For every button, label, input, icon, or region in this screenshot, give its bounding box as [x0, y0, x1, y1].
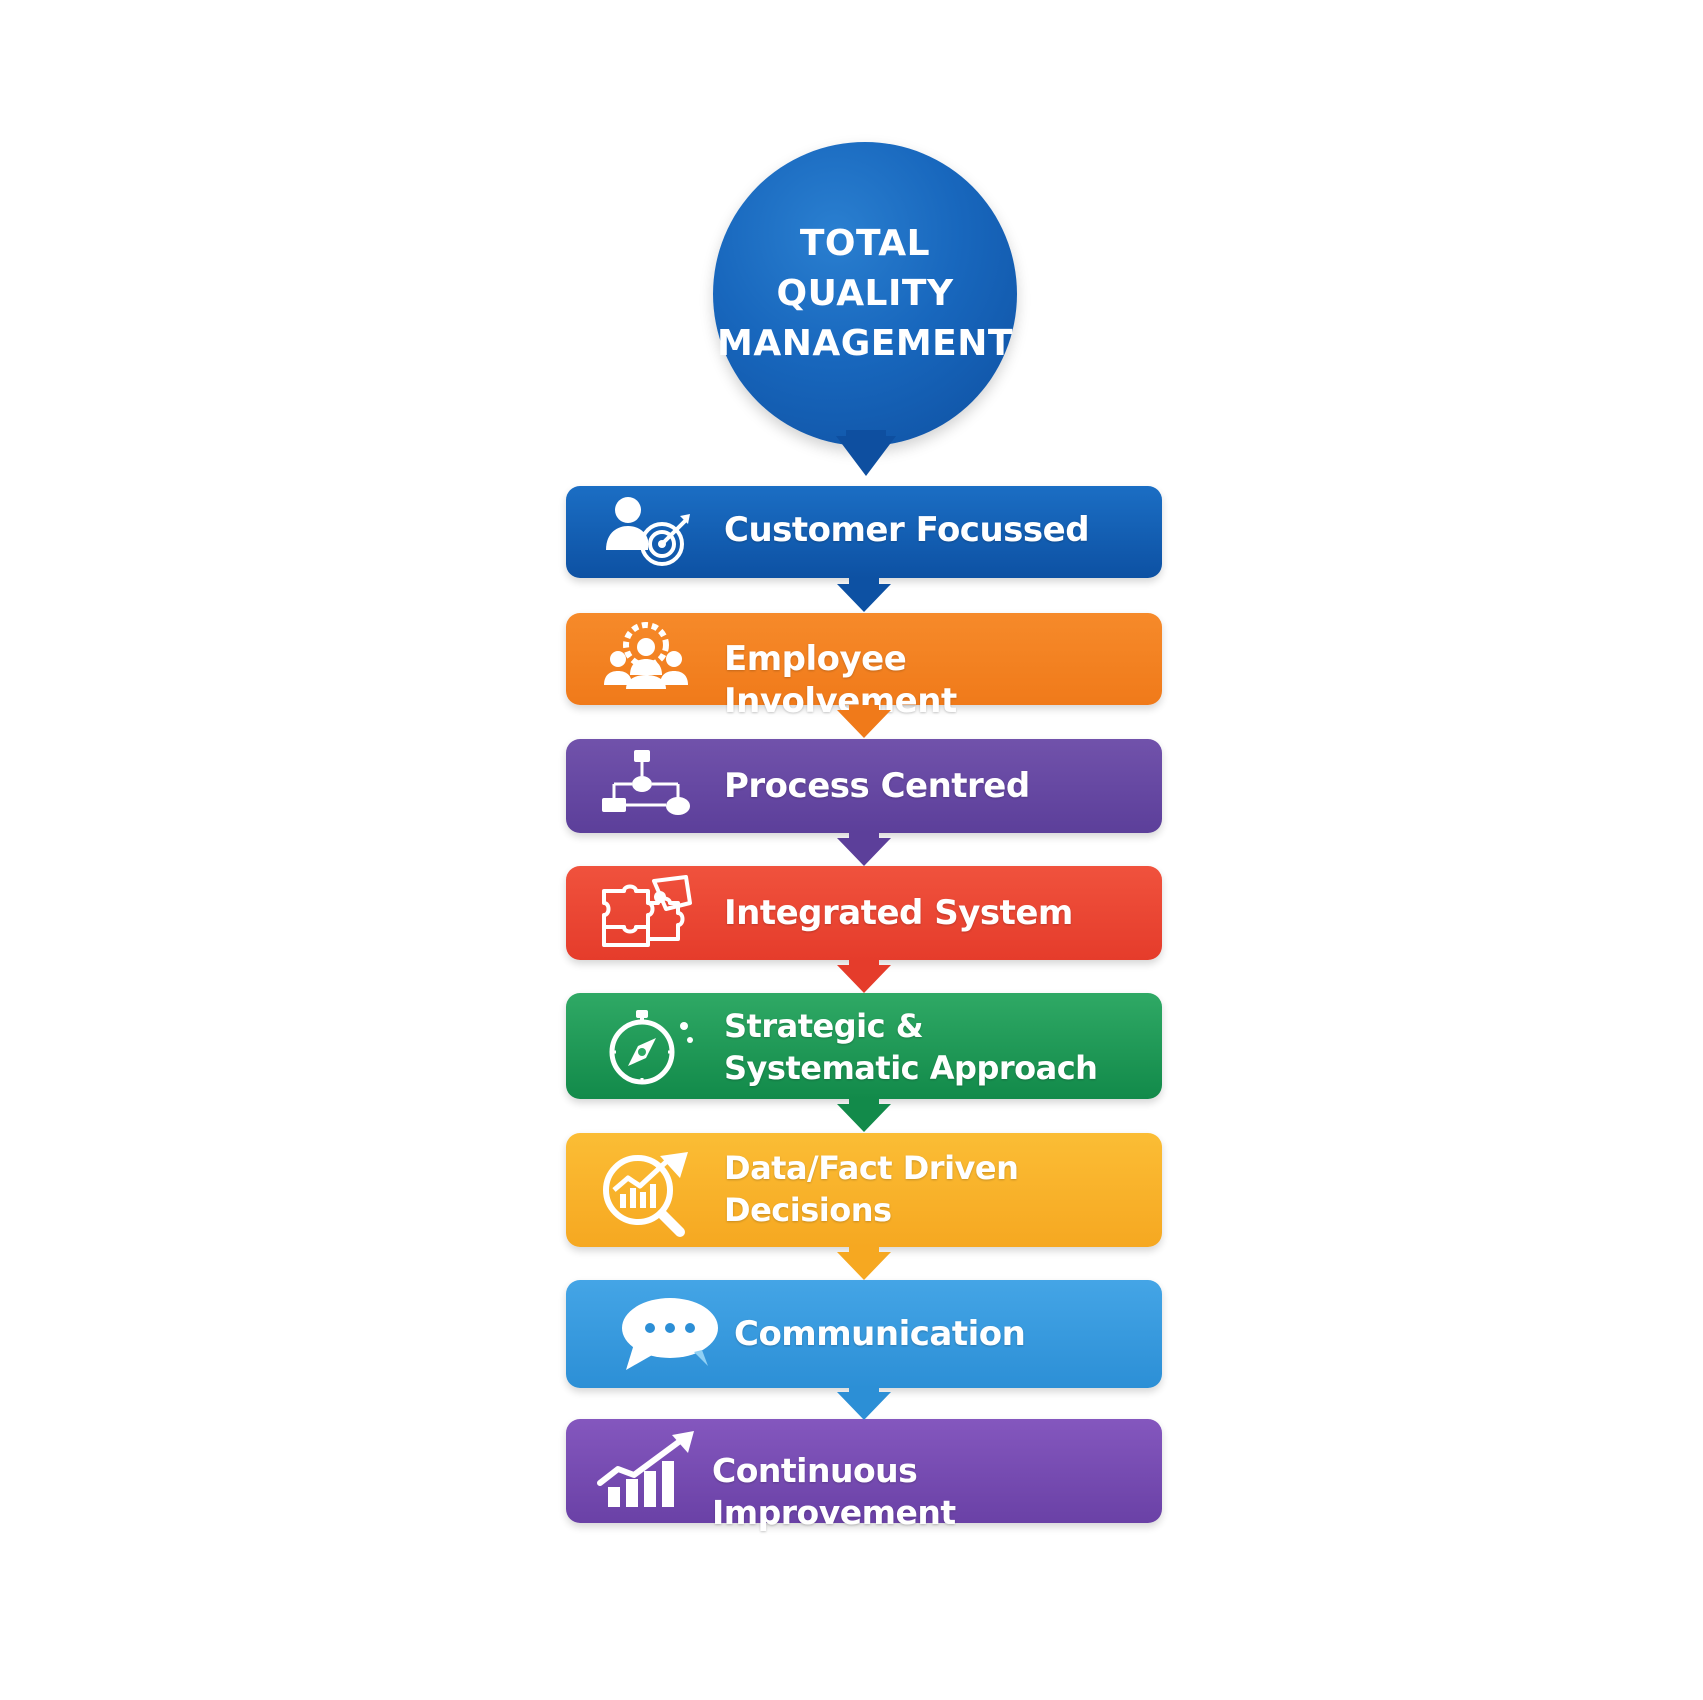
step-integrated-system: Integrated System	[566, 866, 1162, 960]
analytics-magnifier-icon	[603, 1152, 688, 1237]
connector-arrow	[837, 584, 891, 612]
step-communication: Communication	[566, 1280, 1162, 1388]
step-label: Communication	[734, 1314, 1026, 1354]
team-gear-icon	[604, 622, 688, 689]
connector-arrow	[837, 838, 891, 866]
step-label: Employee Involvement	[724, 639, 957, 721]
hub-circle: TOTAL QUALITY MANAGEMENT	[713, 142, 1017, 446]
connector-arrow	[837, 1252, 891, 1280]
connector-stem	[849, 578, 879, 588]
hub-arrow	[836, 436, 896, 476]
connector-arrow	[837, 1104, 891, 1132]
speech-bubble-icon	[622, 1298, 718, 1370]
step-label: Strategic & Systematic Approach	[724, 1007, 1098, 1087]
flowchart-icon	[602, 750, 690, 815]
step-data-fact-driven: Data/Fact Driven Decisions	[566, 1133, 1162, 1247]
growth-chart-icon	[597, 1431, 694, 1507]
step-label: Customer Focussed	[724, 510, 1090, 550]
step-label: Continuous Improvement	[712, 1451, 956, 1532]
hub-line-2: QUALITY	[776, 273, 954, 314]
step-continuous-improvement: Continuous Improvement	[566, 1419, 1162, 1532]
hub-line-1: TOTAL	[799, 223, 931, 264]
step-label: Process Centred	[724, 766, 1030, 806]
step-strategic-systematic: Strategic & Systematic Approach	[566, 993, 1162, 1099]
compass-stopwatch-icon	[609, 1010, 693, 1085]
step-customer-focussed: Customer Focussed	[566, 486, 1162, 578]
customer-target-icon	[606, 497, 690, 566]
hub-line-3: MANAGEMENT	[717, 323, 1013, 364]
step-label: Integrated System	[724, 893, 1073, 933]
step-label: Data/Fact Driven Decisions	[724, 1149, 1019, 1229]
step-employee-involvement: Employee Involvement	[566, 613, 1162, 721]
connector-arrow	[837, 1392, 891, 1420]
connector-arrow	[837, 965, 891, 993]
puzzle-icon	[602, 875, 692, 947]
step-process-centred: Process Centred	[566, 739, 1162, 833]
connector-arrow	[837, 710, 891, 738]
